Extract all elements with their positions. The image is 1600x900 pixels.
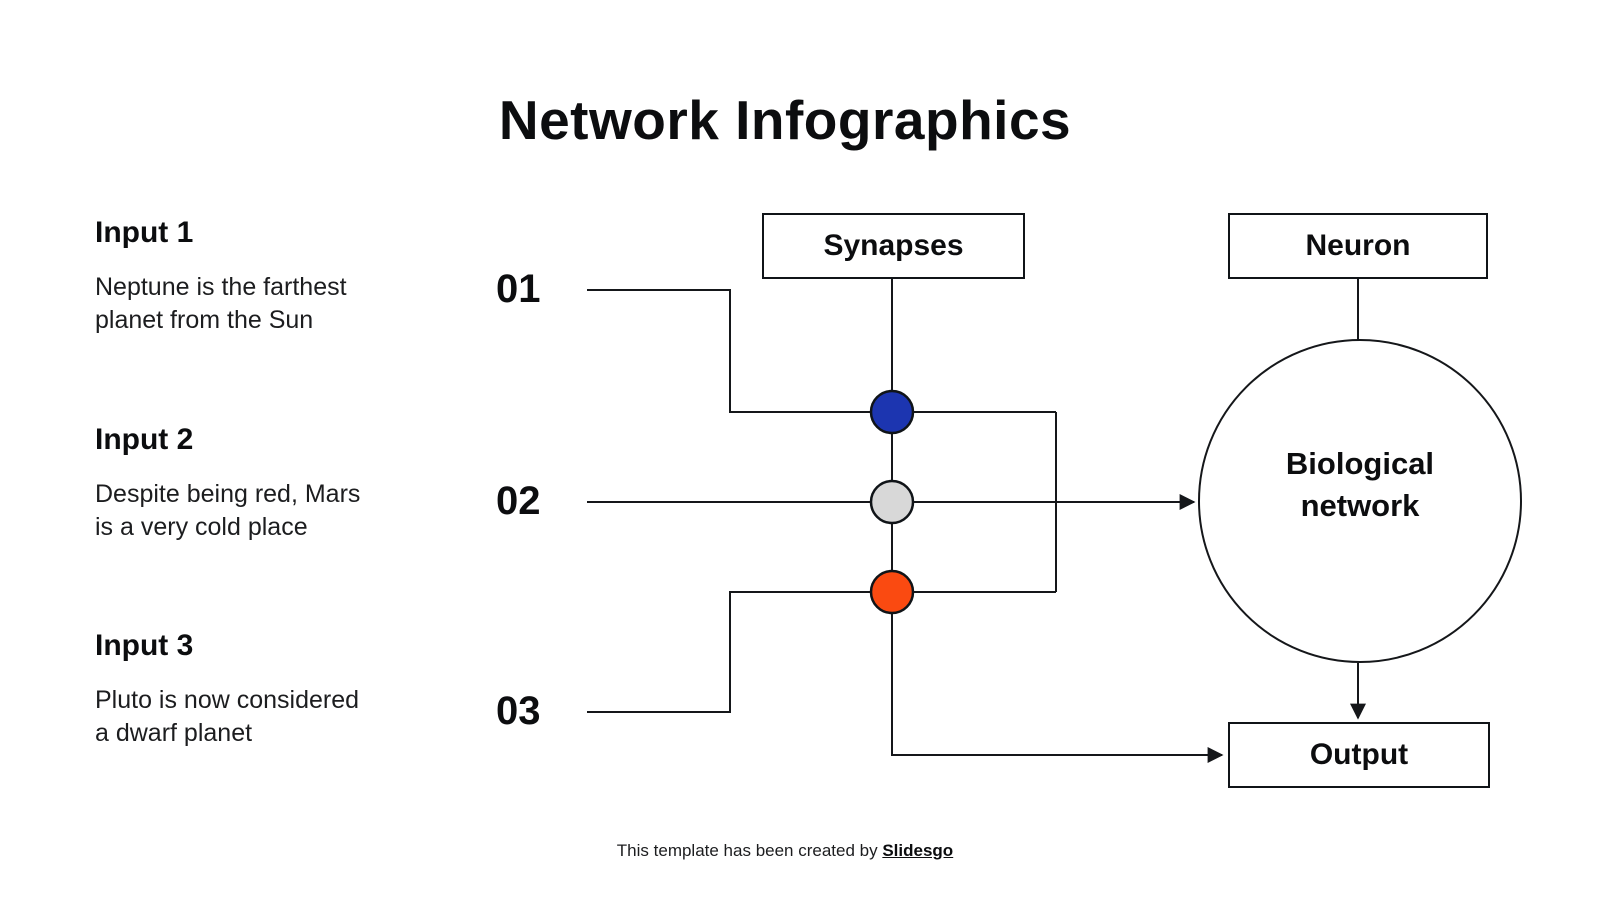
input-3-description: Pluto is now considered a dwarf planet [95, 684, 455, 749]
input-2-description: Despite being red, Mars is a very cold p… [95, 478, 455, 543]
input-1-description-line2: planet from the Sun [95, 305, 314, 334]
step-number-03: 03 [496, 689, 541, 733]
synapse-node-1 [869, 389, 915, 435]
input-3-description-line2: a dwarf planet [95, 718, 253, 747]
connector-input1 [587, 289, 1056, 413]
slidesgo-link[interactable]: Slidesgo [882, 841, 954, 860]
input-3-block: Input 3 Pluto is now considered a dwarf … [95, 629, 455, 749]
biological-network-circle [1198, 339, 1522, 663]
input-2-block: Input 2 Despite being red, Mars is a ver… [95, 423, 455, 543]
input-3-description-line1: Pluto is now considered [95, 686, 360, 714]
input-1-description: Neptune is the farthest planet from the … [95, 271, 455, 336]
input-2-label: Input 2 [95, 423, 194, 456]
step-number-02: 02 [496, 479, 541, 523]
connector-input3 [587, 591, 1056, 713]
synapses-box: Synapses [762, 213, 1025, 279]
step-number-01: 01 [496, 267, 541, 311]
connector-synapses-to-output [891, 279, 1224, 763]
input-1-label: Input 1 [95, 216, 194, 249]
footer-credit-text: This template has been created by [616, 841, 883, 860]
synapse-node-3 [869, 569, 915, 615]
input-3-label: Input 3 [95, 629, 194, 662]
neuron-box: Neuron [1228, 213, 1488, 279]
output-box: Output [1228, 722, 1490, 788]
input-1-description-line1: Neptune is the farthest [95, 273, 347, 301]
page-title: Network Infographics [498, 89, 1072, 151]
input-2-description-line2: is a very cold place [95, 512, 308, 541]
biological-network-label: Biological network [1285, 446, 1435, 523]
input-2-description-line1: Despite being red, Mars [95, 480, 361, 508]
footer-credit: This template has been created by Slides… [0, 841, 1570, 861]
input-1-block: Input 1 Neptune is the farthest planet f… [95, 216, 455, 336]
synapse-node-2 [869, 479, 915, 525]
